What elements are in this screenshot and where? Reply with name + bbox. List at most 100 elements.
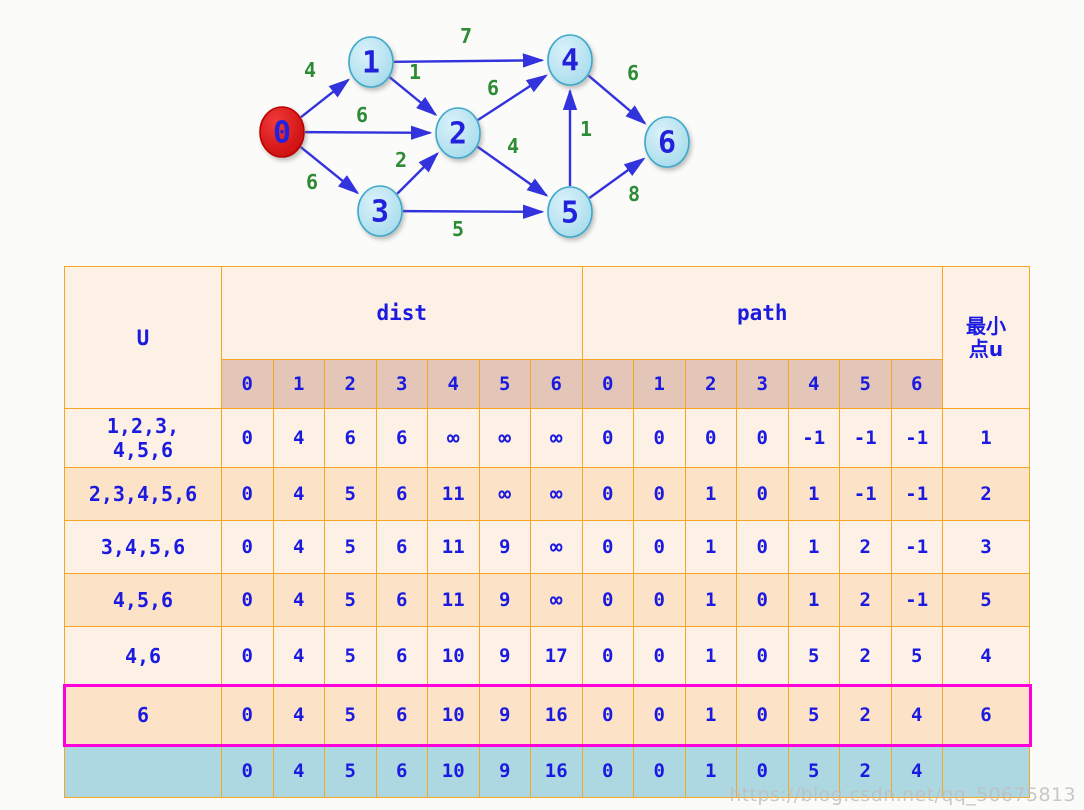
cell-path-1: 0: [633, 408, 686, 468]
cell-u-set: 4,6: [64, 626, 222, 686]
cell-u-set: 2,3,4,5,6: [64, 467, 222, 521]
edge-weight-2-5: 4: [507, 134, 519, 158]
node-shape-0: [259, 106, 305, 158]
cell-dist-2: 5: [324, 744, 377, 798]
cell-dist-1: 4: [272, 626, 325, 686]
cell-dist-2: 5: [324, 573, 377, 627]
cell-dist-3: 6: [375, 744, 428, 798]
cell-dist-6: ∞: [530, 573, 583, 627]
cell-path-2: 0: [684, 408, 737, 468]
cell-path-4: -1: [787, 408, 840, 468]
edge-weight-3-5: 5: [452, 217, 464, 241]
cell-dist-5: 9: [478, 520, 531, 574]
cell-dist-1: 4: [272, 408, 325, 468]
cell-path-3: 0: [736, 520, 789, 574]
node-label-5: 5: [561, 196, 579, 231]
cell-path-4: 1: [787, 573, 840, 627]
cell-path-3: 0: [736, 626, 789, 686]
cell-path-5: -1: [839, 467, 892, 521]
node-shape-1: [348, 36, 394, 88]
header-dist-index-6: 6: [530, 359, 583, 409]
cell-path-6: -1: [890, 408, 943, 468]
cell-path-5: 2: [839, 573, 892, 627]
header-path-index-0: 0: [581, 359, 634, 409]
cell-path-2: 1: [684, 573, 737, 627]
cell-u-set: [64, 744, 222, 798]
edge-weight-0-3: 6: [306, 170, 318, 194]
cell-dist-5: ∞: [478, 408, 531, 468]
graph-edge-5-6: [588, 157, 646, 199]
cell-dist-3: 6: [375, 685, 428, 745]
header-dist-index-3: 3: [375, 359, 428, 409]
cell-dist-4: 11: [427, 573, 480, 627]
graph-edge-2-4: [477, 74, 548, 122]
cell-dist-6: ∞: [530, 408, 583, 468]
cell-path-5: 2: [839, 744, 892, 798]
cell-path-3: 0: [736, 467, 789, 521]
cell-path-3: 0: [736, 744, 789, 798]
header-path: path: [581, 266, 943, 360]
edge-weight-0-2: 6: [356, 103, 368, 127]
cell-path-1: 0: [633, 685, 686, 745]
edge-weight-2-4: 6: [487, 76, 499, 100]
edge-weight-4-6: 6: [627, 61, 639, 85]
graph-node-2: 2: [435, 107, 481, 159]
cell-path-2: 1: [684, 626, 737, 686]
cell-dist-1: 4: [272, 467, 325, 521]
cell-dist-2: 5: [324, 685, 377, 745]
cell-path-0: 0: [581, 520, 634, 574]
cell-dist-0: 0: [221, 685, 274, 745]
cell-dist-2: 5: [324, 467, 377, 521]
node-label-6: 6: [658, 126, 676, 161]
cell-dist-6: 16: [530, 685, 583, 745]
node-shape-3: [357, 185, 403, 237]
cell-dist-2: 5: [324, 520, 377, 574]
cell-dist-0: 0: [221, 467, 274, 521]
cell-path-5: -1: [839, 408, 892, 468]
header-min-node-line2: 点u: [968, 336, 1004, 361]
node-label-1: 1: [362, 46, 380, 81]
cell-min-node: 1: [942, 408, 1030, 468]
node-label-3: 3: [371, 195, 389, 230]
cell-dist-2: 6: [324, 408, 377, 468]
cell-path-2: 1: [684, 520, 737, 574]
header-dist: dist: [221, 266, 583, 360]
cell-path-0: 0: [581, 573, 634, 627]
header-min-node-line1: 最小: [966, 313, 1006, 338]
graph-edge-2-5: [476, 145, 549, 197]
graph-node-4: 4: [547, 34, 593, 86]
edge-weight-0-1: 4: [304, 58, 316, 82]
header-dist-index-1: 1: [272, 359, 325, 409]
cell-min-node: 4: [942, 626, 1030, 686]
cell-dist-3: 6: [375, 467, 428, 521]
cell-dist-6: 16: [530, 744, 583, 798]
cell-dist-0: 0: [221, 408, 274, 468]
cell-dist-5: ∞: [478, 467, 531, 521]
cell-path-3: 0: [736, 408, 789, 468]
cell-min-node: 6: [942, 685, 1030, 745]
cell-dist-6: ∞: [530, 520, 583, 574]
cell-dist-6: 17: [530, 626, 583, 686]
cell-min-node: 2: [942, 467, 1030, 521]
cell-u-set: 6: [64, 685, 222, 745]
graph-edge-3-5: [402, 204, 545, 219]
graph-node-1: 1: [348, 36, 394, 88]
node-shape-5: [547, 186, 593, 238]
cell-path-2: 1: [684, 685, 737, 745]
edge-weight-5-4: 1: [580, 117, 592, 141]
header-dist-index-2: 2: [324, 359, 377, 409]
cell-path-6: -1: [890, 467, 943, 521]
node-shape-4: [547, 34, 593, 86]
cell-dist-3: 6: [375, 573, 428, 627]
cell-dist-2: 5: [324, 626, 377, 686]
cell-path-0: 0: [581, 685, 634, 745]
header-dist-index-0: 0: [221, 359, 274, 409]
